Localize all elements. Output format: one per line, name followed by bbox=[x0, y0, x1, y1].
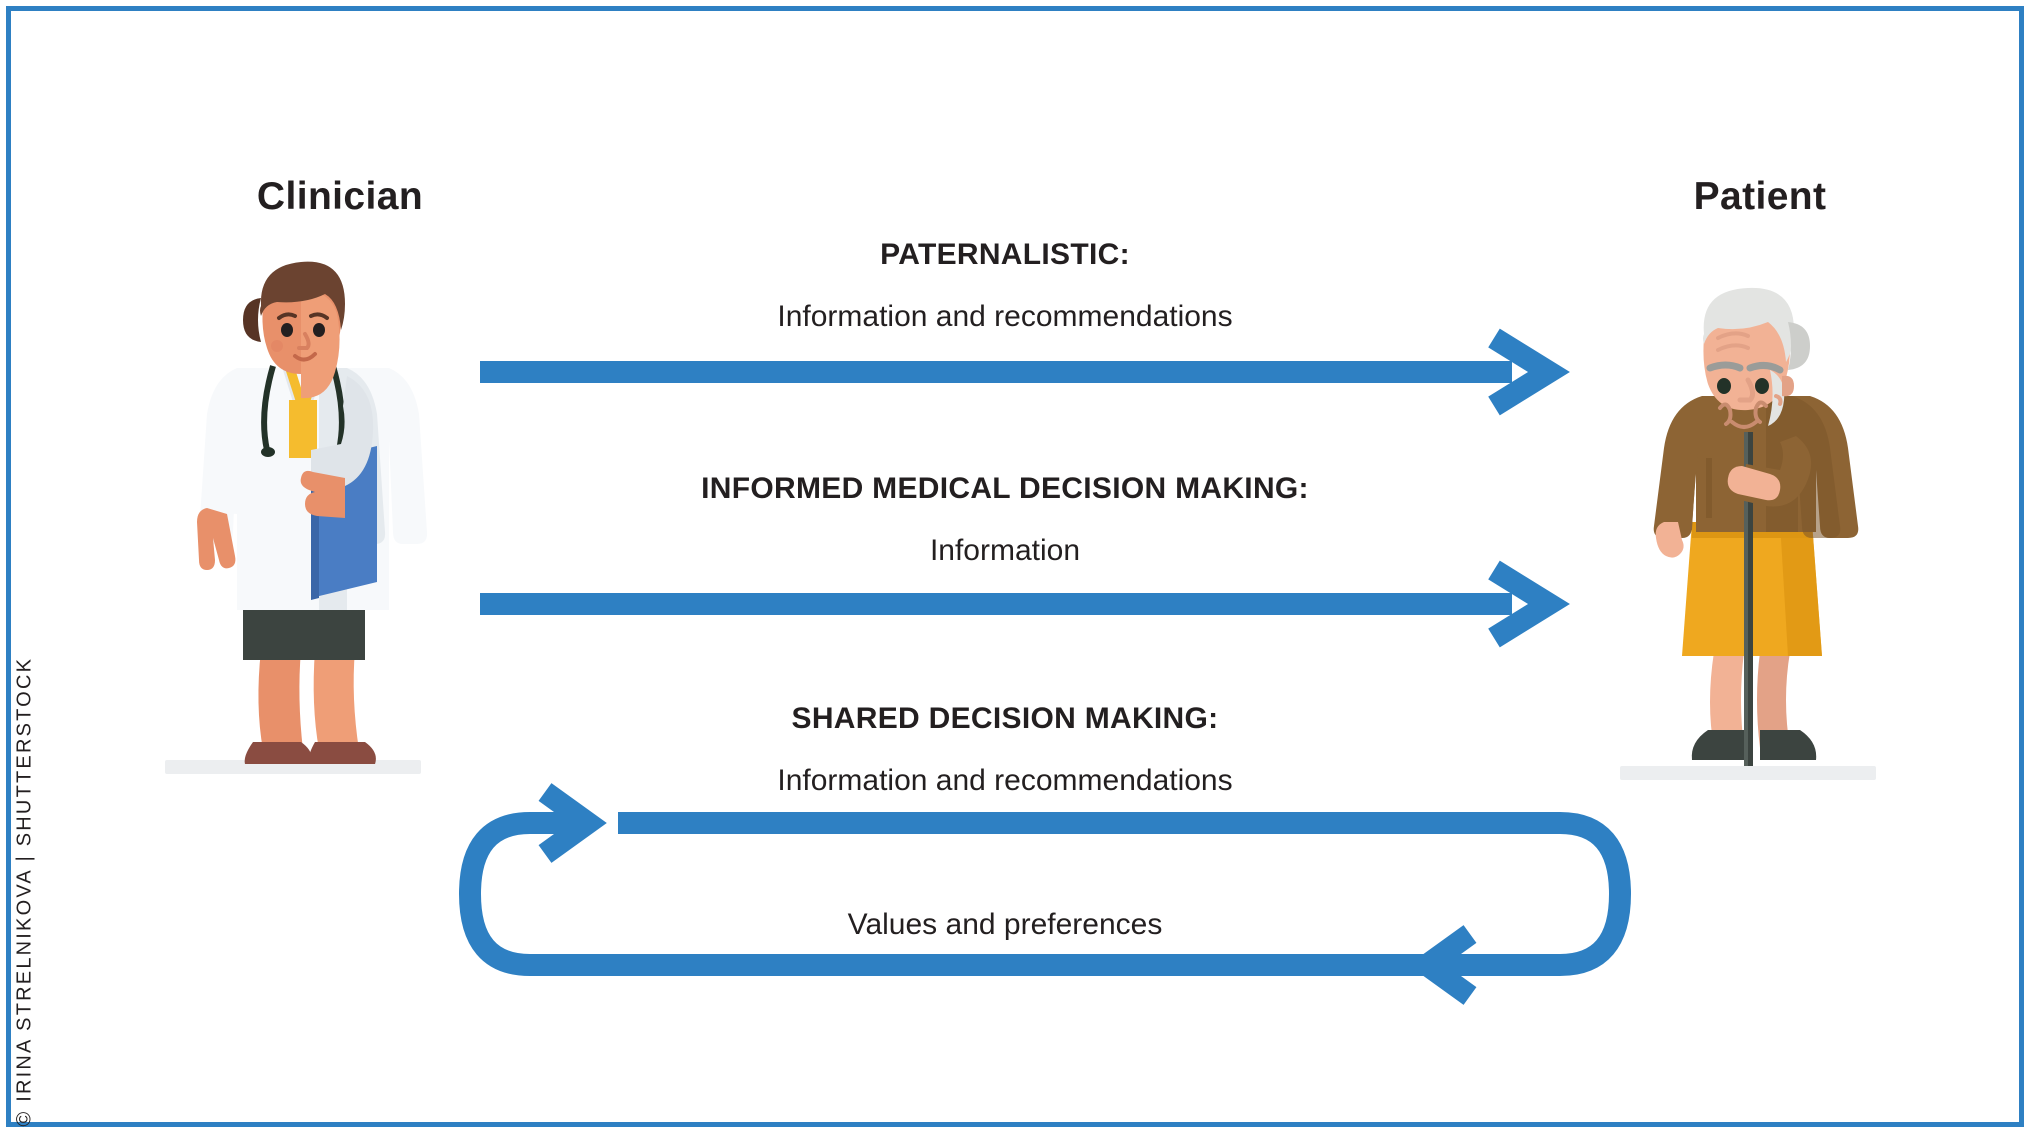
clinician-brow-left bbox=[277, 312, 297, 320]
clinician-hair-bun bbox=[243, 298, 261, 342]
informed-medical-decision-making-heading: INFORMED MEDICAL DECISION MAKING: bbox=[701, 472, 1309, 505]
clinician-sleeve-right bbox=[311, 376, 374, 486]
clinician-leg-left bbox=[258, 650, 303, 750]
patient-shoe-left bbox=[1691, 730, 1748, 760]
patient-mouth bbox=[1730, 420, 1758, 429]
image-credit: © IRINA STRELNIKOVA | SHUTTERSTOCK bbox=[13, 656, 36, 1127]
shared-decision-making-heading: SHARED DECISION MAKING: bbox=[791, 702, 1219, 735]
patient-nose bbox=[1737, 377, 1756, 403]
clinician-stethoscope-ear-left bbox=[261, 447, 275, 457]
clinician-nose bbox=[297, 332, 311, 350]
patient-shoe-right bbox=[1760, 730, 1817, 760]
patient-hand-right bbox=[1727, 466, 1781, 501]
clinician-illustration bbox=[165, 250, 435, 785]
clinician-column-title: Clinician bbox=[256, 175, 424, 218]
patient-ground bbox=[1620, 766, 1876, 780]
clinician-hair bbox=[260, 261, 345, 330]
patient-forehead-wrinkles bbox=[1716, 331, 1750, 352]
patient-cheek-line bbox=[1774, 394, 1783, 406]
patient-leg-right bbox=[1757, 652, 1790, 748]
clinician-brow-right bbox=[309, 312, 329, 320]
patient-column-title: Patient bbox=[1693, 175, 1827, 218]
clinician-eye-left bbox=[281, 323, 293, 337]
patient-cane bbox=[1744, 432, 1753, 766]
paternalistic-arrow bbox=[480, 328, 1570, 416]
patient-hair-bun bbox=[1788, 322, 1810, 370]
patient-hair bbox=[1703, 287, 1794, 362]
shared-decision-making-subtitle: Information and recommendations bbox=[777, 764, 1233, 797]
clinician-hand-right bbox=[300, 470, 345, 518]
patient-sleeve-left bbox=[1660, 452, 1698, 530]
patient-smile-line-right bbox=[1753, 400, 1768, 424]
patient-svg bbox=[1620, 287, 1876, 780]
patient-sweater-fold bbox=[1706, 458, 1712, 518]
clinician-shoe-left bbox=[244, 742, 312, 764]
paternalistic-heading: PATERNALISTIC: bbox=[880, 238, 1130, 271]
clinician-eye-right bbox=[313, 323, 325, 337]
patient-eye-left bbox=[1717, 378, 1731, 394]
shared-decision-making-return-subtitle: Values and preferences bbox=[847, 908, 1163, 941]
shared-decision-making-loop-arrow bbox=[458, 783, 1632, 1005]
patient-smile-line-left bbox=[1718, 402, 1733, 426]
clinician-sleeve-left bbox=[203, 376, 241, 514]
informed-medical-decision-making-arrow bbox=[480, 560, 1570, 648]
clinician-stethoscope-tube bbox=[261, 365, 345, 451]
patient-skirt-shade bbox=[1780, 522, 1822, 656]
clinician-hand-left bbox=[197, 508, 236, 570]
patient-brow-right bbox=[1746, 361, 1784, 374]
clinician-shirt-lower bbox=[289, 400, 317, 458]
patient-illustration bbox=[1610, 280, 1890, 795]
patient-eye-right bbox=[1755, 378, 1769, 394]
patient-ear bbox=[1782, 375, 1794, 397]
clinician-mouth bbox=[293, 352, 317, 362]
paternalistic-subtitle: Information and recommendations bbox=[777, 300, 1233, 333]
patient-hand-left bbox=[1655, 522, 1684, 558]
patient-cane-highlight bbox=[1744, 432, 1748, 766]
patient-brow-left bbox=[1706, 361, 1744, 372]
clinician-shoe-right bbox=[308, 742, 376, 764]
patient-leg-left bbox=[1710, 652, 1744, 748]
clinician-svg bbox=[165, 261, 428, 774]
informed-medical-decision-making-subtitle: Information bbox=[929, 534, 1081, 567]
clinician-leg-right bbox=[313, 650, 359, 750]
clinician-cheek bbox=[271, 340, 283, 352]
